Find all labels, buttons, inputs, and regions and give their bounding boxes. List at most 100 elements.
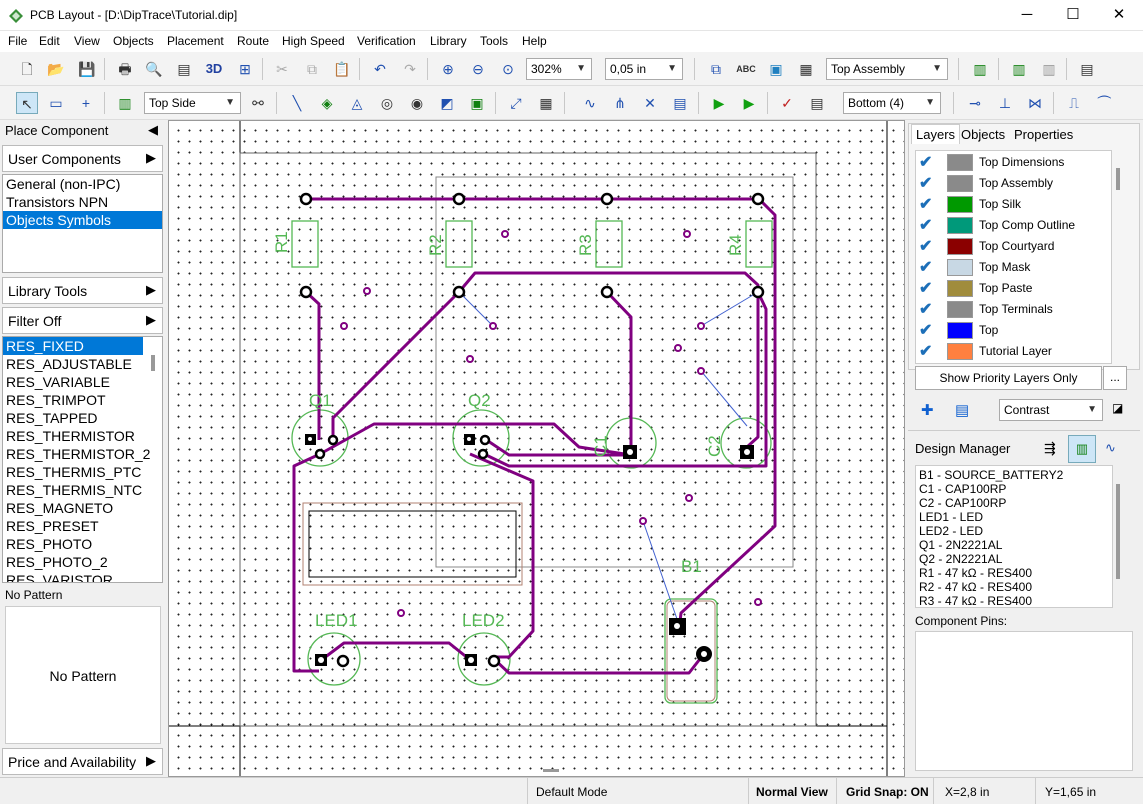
drill-icon[interactable]: ◉	[410, 95, 424, 111]
list-item[interactable]: R3 - 47 kΩ - RES400	[919, 594, 1033, 608]
menu-high-speed[interactable]: High Speed	[282, 34, 345, 48]
splitter-handle[interactable]	[543, 769, 559, 772]
list-item[interactable]: RES_PHOTO_2	[6, 554, 108, 570]
list-item[interactable]: LED1 - LED	[919, 510, 984, 524]
run-router-icon[interactable]: ▶	[713, 95, 725, 111]
menu-placement[interactable]: Placement	[167, 34, 224, 48]
layer-color-swatch[interactable]	[947, 196, 973, 213]
cut-icon[interactable]: ✂	[276, 61, 288, 77]
layer-row[interactable]: ✔Top Comp Outline	[917, 215, 1113, 236]
drc-icon[interactable]: ✓	[781, 95, 793, 111]
checkbox-icon[interactable]: ✔	[919, 322, 933, 339]
3d-view-icon[interactable]: 3D	[205, 61, 223, 76]
qr-code-icon[interactable]: ▦	[799, 61, 813, 77]
checkbox-icon[interactable]: ✔	[919, 280, 933, 297]
drc-setup-icon[interactable]: ▤	[810, 95, 824, 111]
print-icon[interactable]: 🖶	[118, 61, 132, 77]
filter-button[interactable]: Filter Off▶	[2, 307, 163, 334]
tab-layers[interactable]: Layers	[911, 124, 961, 144]
menu-library[interactable]: Library	[430, 34, 467, 48]
binoculars-icon[interactable]: ⚯	[252, 95, 264, 111]
list-item[interactable]: R1 - 47 kΩ - RES400	[919, 566, 1033, 580]
scrollbar-thumb[interactable]	[1116, 484, 1120, 579]
component-pins-list[interactable]	[915, 631, 1133, 771]
list-item[interactable]: Q1 - 2N2221AL	[919, 538, 1003, 552]
side-combo[interactable]: Top Side▼	[144, 92, 241, 114]
list-item[interactable]: RES_TAPPED	[6, 410, 98, 426]
layer-row[interactable]: ✔Top Terminals	[917, 299, 1113, 320]
layer-settings-icon[interactable]: ▤	[955, 402, 970, 419]
copper-pour-icon[interactable]: ◩	[440, 95, 454, 111]
layer-row[interactable]: ✔Top	[917, 320, 1113, 341]
status-grid-snap[interactable]: Grid Snap: ON	[846, 785, 929, 799]
layer-row[interactable]: ✔Top Courtyard	[917, 236, 1113, 257]
component-list[interactable]: RES_FIXED RES_ADJUSTABLE RES_VARIABLE RE…	[2, 336, 163, 583]
zoom-fit-icon[interactable]: ⊙	[502, 61, 514, 77]
list-item[interactable]: Objects Symbols	[3, 211, 162, 229]
library-list[interactable]: General (non-IPC) Transistors NPN Object…	[2, 174, 163, 273]
user-components-button[interactable]: User Components▶	[2, 145, 163, 172]
select-box-icon[interactable]: ▭	[49, 95, 63, 111]
contrast-combo[interactable]: Contrast▼	[999, 399, 1103, 421]
list-item[interactable]: RES_TRIMPOT	[6, 392, 106, 408]
pointer-icon[interactable]: ↖	[16, 92, 38, 114]
report-icon[interactable]: ▤	[177, 61, 191, 77]
price-availability-button[interactable]: Price and Availability▶	[2, 748, 163, 775]
list-item[interactable]: LED2 - LED	[919, 524, 984, 538]
table-icon[interactable]: ▦	[539, 95, 553, 111]
open-folder-icon[interactable]: 📂	[47, 61, 65, 77]
save-icon[interactable]: 💾	[78, 61, 96, 77]
layer-row[interactable]: ✔Top Mask	[917, 257, 1113, 278]
zoom-combo[interactable]: 302%▼	[526, 58, 592, 80]
picture-icon[interactable]: ▣	[470, 95, 484, 111]
menu-help[interactable]: Help	[522, 34, 547, 48]
checkbox-icon[interactable]: ✔	[919, 259, 933, 276]
impedance-icon[interactable]: ⊸	[969, 95, 981, 111]
menu-route[interactable]: Route	[237, 34, 270, 48]
length-icon[interactable]: ⊥	[998, 95, 1012, 111]
undo-icon[interactable]: ↶	[374, 61, 386, 77]
layer-row[interactable]: ✔Top Assembly	[917, 173, 1113, 194]
copy-icon[interactable]: ⧉	[307, 61, 317, 77]
layer-row[interactable]: ✔Top Silk	[917, 194, 1113, 215]
checkbox-icon[interactable]: ✔	[919, 343, 933, 360]
list-item[interactable]: RES_VARISTOR	[6, 572, 113, 583]
via-icon[interactable]: ◬	[351, 95, 363, 111]
auto-route-icon[interactable]: ∿	[584, 95, 596, 111]
pad-icon[interactable]: ◈	[321, 95, 333, 111]
menu-file[interactable]: File	[8, 34, 28, 48]
checkbox-icon[interactable]: ✔	[919, 175, 933, 192]
list-item[interactable]: General (non-IPC)	[6, 176, 121, 192]
route-trace-icon[interactable]: ╲	[292, 95, 302, 111]
checkbox-icon[interactable]: ✔	[919, 238, 933, 255]
router-setup-icon[interactable]: ▤	[673, 95, 687, 111]
layer-color-swatch[interactable]	[947, 259, 973, 276]
layer-color-swatch[interactable]	[947, 280, 973, 297]
list-item[interactable]: RES_THERMISTOR	[6, 428, 135, 444]
layer-row[interactable]: ✔Top Dimensions	[917, 152, 1113, 173]
checkbox-icon[interactable]: ✔	[919, 217, 933, 234]
paste-icon[interactable]: 📋	[333, 61, 351, 77]
unroute-icon[interactable]: ✕	[644, 95, 656, 111]
layer-color-swatch[interactable]	[947, 343, 973, 360]
collapse-arrow-icon[interactable]: ◀	[148, 122, 158, 137]
list-item[interactable]: RES_THERMIS_NTC	[6, 482, 143, 498]
minimize-button[interactable]: ─	[1021, 6, 1033, 23]
menu-view[interactable]: View	[74, 34, 100, 48]
list-item[interactable]: RES_THERMIS_PTC	[6, 464, 142, 480]
layer-color-swatch[interactable]	[947, 322, 973, 339]
redo-icon[interactable]: ↷	[404, 61, 416, 77]
list-item[interactable]: Transistors NPN	[6, 194, 109, 210]
new-file-icon[interactable]: 🗋	[21, 61, 33, 77]
image-icon[interactable]: ▣	[769, 61, 783, 77]
layer-setup-icon[interactable]: ⧉	[711, 61, 721, 77]
list-item[interactable]: RES_PHOTO	[6, 536, 93, 552]
menu-objects[interactable]: Objects	[113, 34, 154, 48]
menu-tools[interactable]: Tools	[480, 34, 509, 48]
panelize-icon[interactable]: ⊞	[239, 61, 251, 77]
menu-edit[interactable]: Edit	[39, 34, 60, 48]
hole-icon[interactable]: ◎	[380, 95, 394, 111]
route-layer-combo[interactable]: Bottom (4)▼	[843, 92, 941, 114]
checkbox-icon[interactable]: ✔	[919, 154, 933, 171]
close-button[interactable]: ✕	[1112, 6, 1126, 23]
